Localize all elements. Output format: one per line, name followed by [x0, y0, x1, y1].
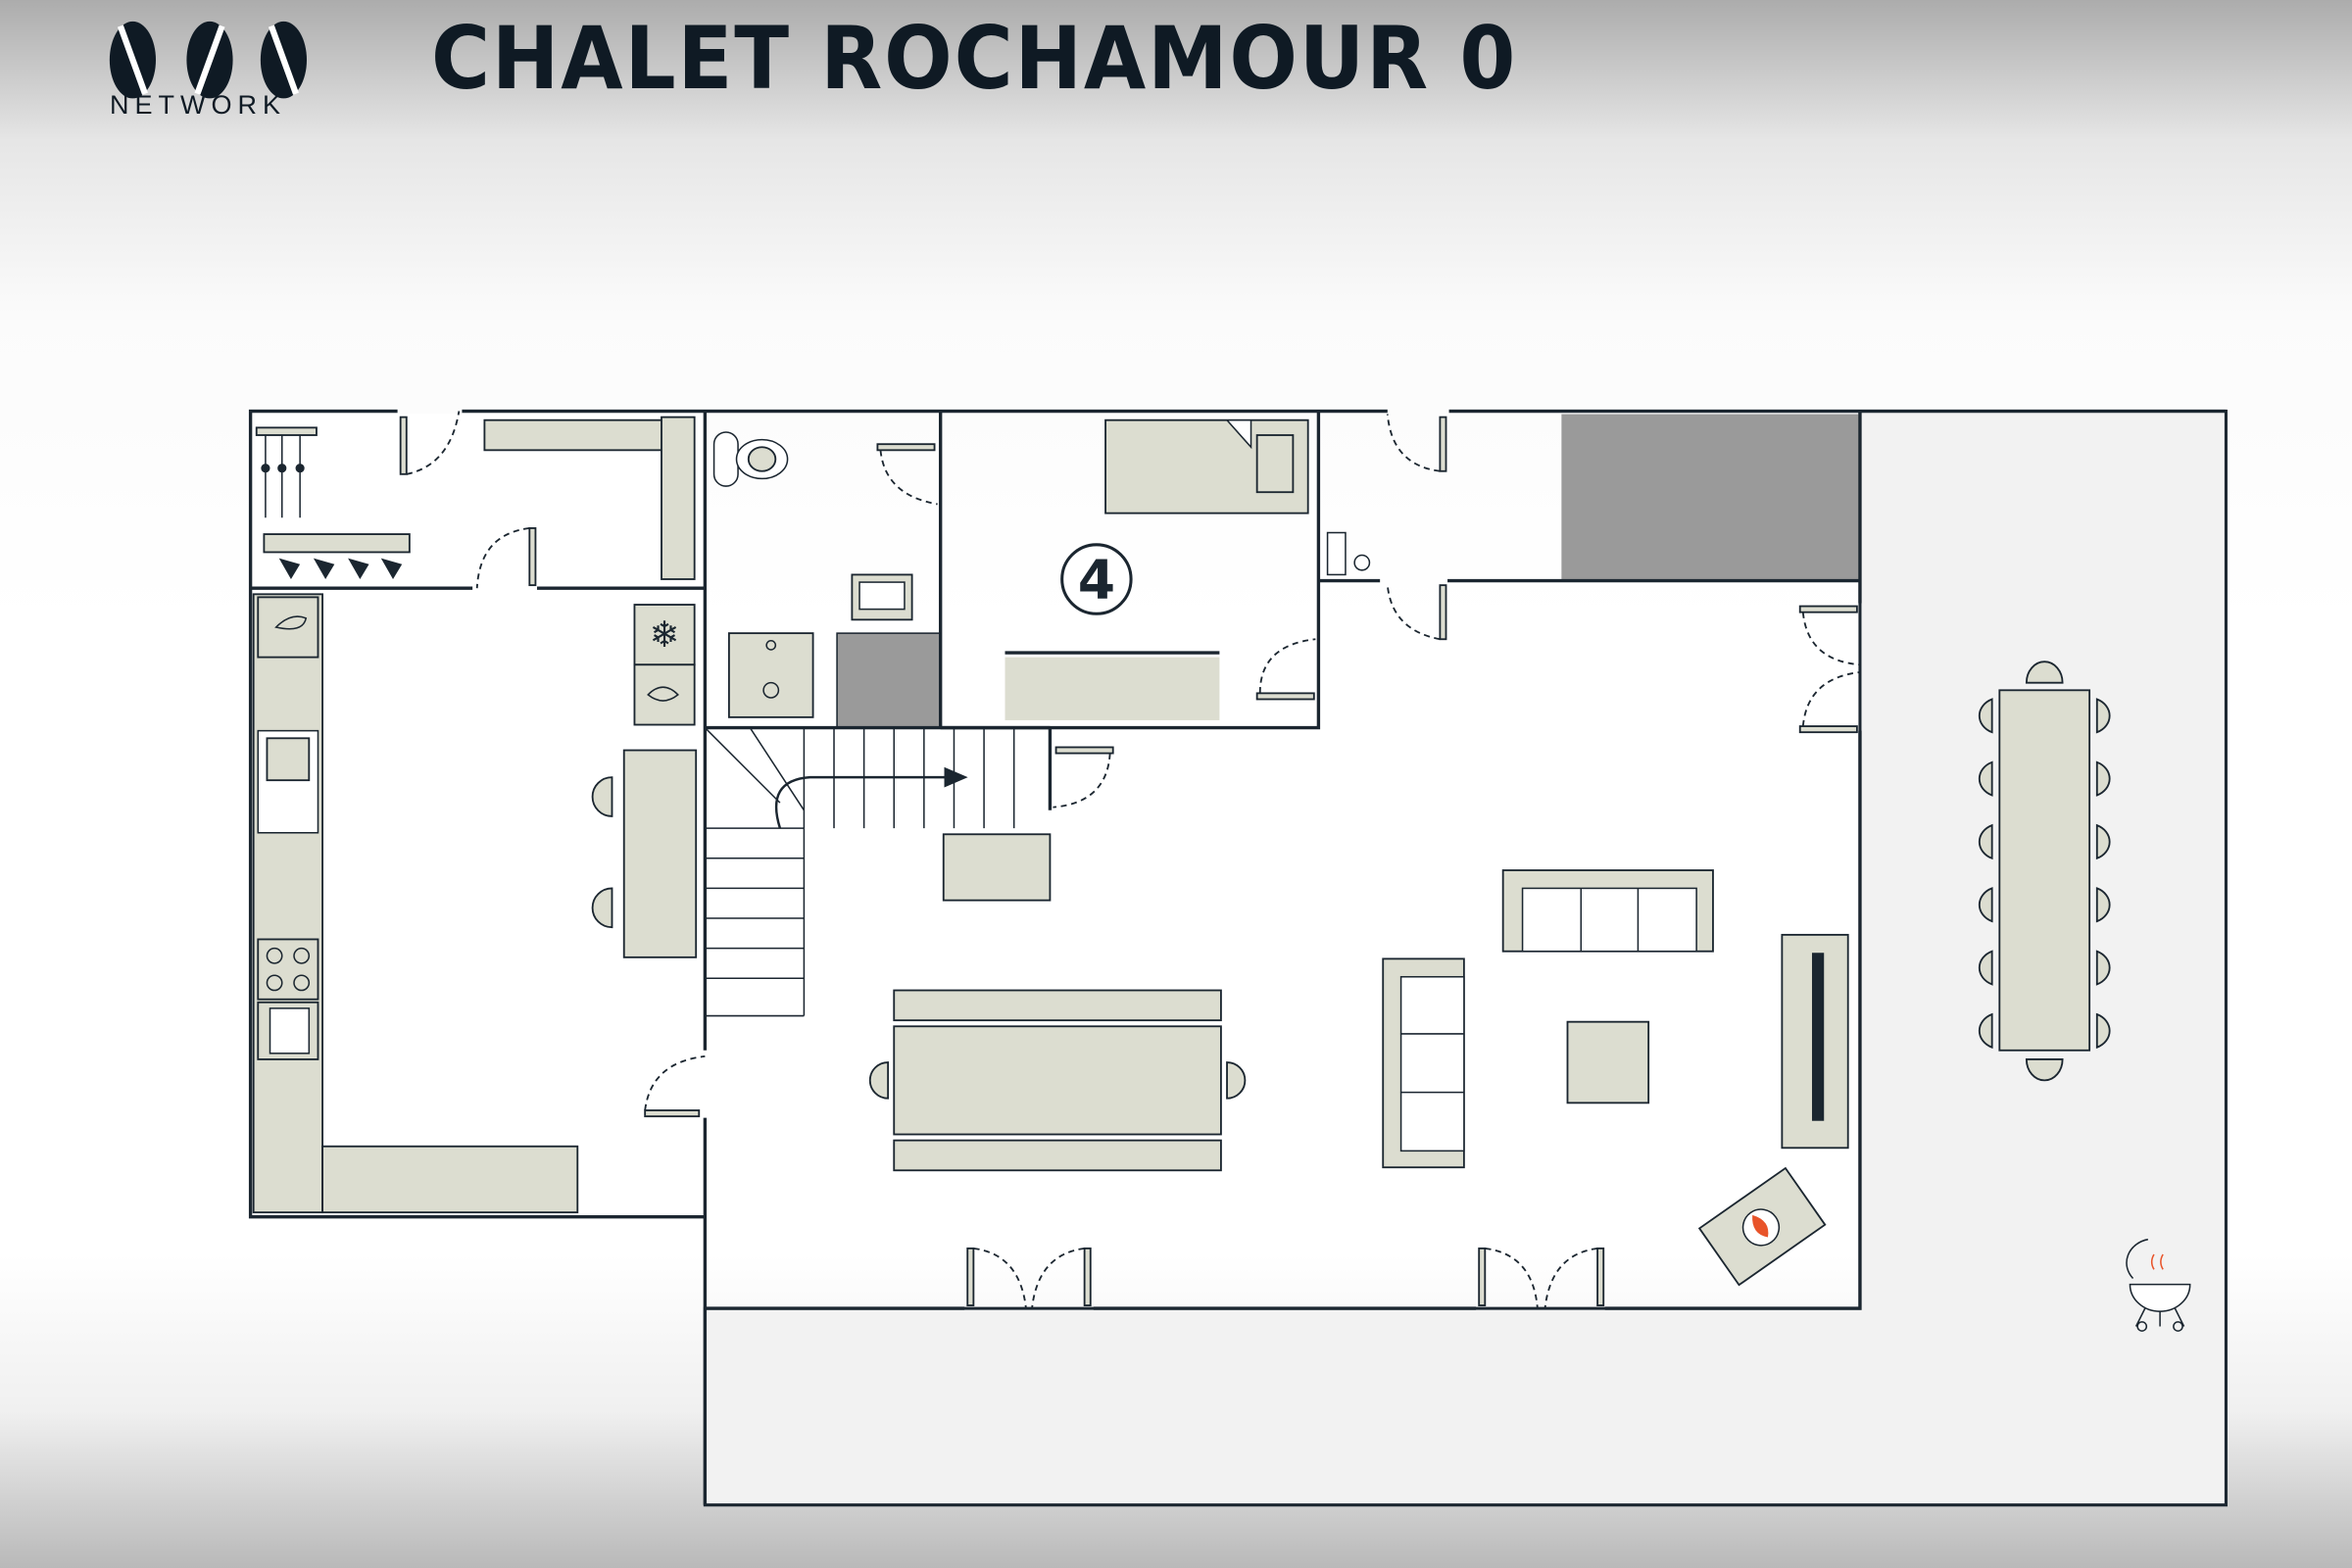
- ski-rack-icon: [255, 426, 318, 518]
- sofa-top: [1501, 869, 1714, 953]
- page-title: CHALET ROCHAMOUR 0: [431, 8, 1518, 109]
- snowflake-icon: ❄: [650, 613, 680, 656]
- fire-extinguisher-icon: [1326, 531, 1371, 576]
- boot-dryer-icon: [263, 533, 411, 580]
- bed: [1104, 418, 1309, 514]
- doors: [399, 411, 1861, 1309]
- fridge-freezer: ❄: [633, 604, 696, 726]
- room-number-badge: [1060, 543, 1133, 615]
- sink-icon: [851, 573, 913, 621]
- barbecue-icon: [2126, 1238, 2191, 1332]
- storage-bench: [483, 416, 696, 580]
- kitchen-counter: [252, 593, 579, 1214]
- logo: [109, 21, 307, 99]
- logo-network-text: NETWORK: [110, 90, 286, 120]
- kitchen-island: [591, 749, 698, 958]
- room-number: 4: [1078, 549, 1115, 612]
- coffee-table: [1566, 1020, 1650, 1104]
- tv-unit: [1781, 933, 1849, 1150]
- shoe-cabinet: [942, 833, 1052, 902]
- sofa-left: [1382, 957, 1465, 1169]
- wardrobe: [1004, 651, 1220, 720]
- walls: [248, 409, 2227, 1505]
- bathtub-icon: [727, 632, 814, 718]
- fireplace-icon: [1697, 1166, 1827, 1287]
- dining-table-benches: [868, 989, 1247, 1172]
- toilet-icon: [712, 431, 789, 487]
- staircase: [704, 727, 1015, 1017]
- outdoor-dining-table: [1978, 661, 2111, 1082]
- storage-blocked-area: [1561, 414, 1860, 581]
